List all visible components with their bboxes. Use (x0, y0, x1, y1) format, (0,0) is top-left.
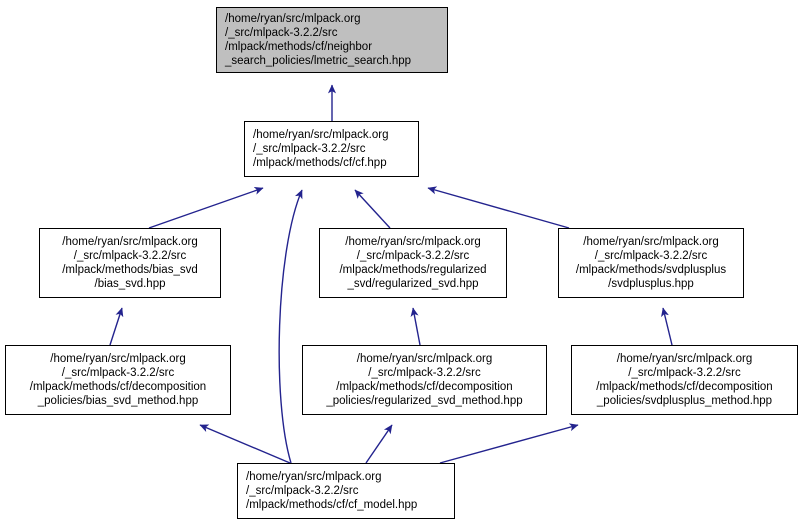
node-text-line: /mlpack/methods/cf/neighbor (225, 41, 373, 53)
edge-cf-model-to-reg-svd-method (365, 424, 393, 464)
node-text-line: /bias_svd.hpp (94, 278, 166, 291)
edge-bias-svd-method-to-bias-svd (109, 307, 124, 346)
node-svdplusplus-method-hpp[interactable]: /home/ryan/src/mlpack.org/_src/mlpack-3.… (571, 345, 798, 415)
edge-svdpp-method-to-svdpp (661, 307, 673, 346)
node-text-line: _policies/bias_svd_method.hpp (37, 395, 199, 408)
node-text-line: /mlpack/methods/cf/decomposition (29, 381, 207, 393)
node-text-line: /home/ryan/src/mlpack.org (616, 352, 753, 365)
node-text-line: /mlpack/methods/cf/decomposition (336, 381, 513, 393)
edge-bias-svd-to-cf (148, 186, 264, 229)
node-text-line: /home/ryan/src/mlpack.org (62, 235, 198, 248)
node-text-line: /_src/mlpack-3.2.2/src (253, 142, 366, 155)
node-text-line: _policies/svdplusplus_method.hpp (596, 395, 773, 408)
node-text-line: /mlpack/methods/cf/cf.hpp (253, 157, 387, 170)
node-svdplusplus-hpp[interactable]: /home/ryan/src/mlpack.org/_src/mlpack-3.… (558, 228, 744, 298)
node-text-line: /_src/mlpack-3.2.2/src (356, 249, 470, 262)
edge-regularized-svd-to-cf (354, 189, 391, 229)
edge-cf-model-to-cf (278, 189, 303, 464)
node-text-line: /_src/mlpack-3.2.2/src (225, 26, 338, 39)
node-text-line: /home/ryan/src/mlpack.org (253, 128, 389, 141)
node-text-line: /home/ryan/src/mlpack.org (246, 470, 382, 483)
node-lmetric-search-hpp[interactable]: /home/ryan/src/mlpack.org/_src/mlpack-3.… (216, 7, 448, 73)
node-regularized-svd-method-hpp[interactable]: /home/ryan/src/mlpack.org/_src/mlpack-3.… (302, 345, 547, 415)
node-text-line: /mlpack/methods/bias_svd (62, 264, 198, 276)
node-text-line: /mlpack/methods/cf/cf_model.hpp (246, 499, 418, 512)
node-bias-svd-hpp[interactable]: /home/ryan/src/mlpack.org/_src/mlpack-3.… (39, 228, 221, 298)
node-text-line: /home/ryan/src/mlpack.org (356, 352, 493, 365)
node-text-line: /home/ryan/src/mlpack.org (583, 235, 719, 248)
node-text-line: /home/ryan/src/mlpack.org (50, 352, 186, 365)
edge-reg-svd-method-to-reg-svd (410, 307, 421, 346)
node-text-line: /home/ryan/src/mlpack.org (225, 12, 361, 25)
node-text-line: /mlpack/methods/regularized (339, 264, 487, 276)
node-regularized-svd-hpp[interactable]: /home/ryan/src/mlpack.org/_src/mlpack-3.… (319, 228, 507, 298)
node-text-line: /_src/mlpack-3.2.2/src (368, 366, 481, 379)
node-text-line: /_src/mlpack-3.2.2/src (594, 249, 708, 262)
node-text-line: _svd/regularized_svd.hpp (347, 278, 479, 291)
node-text-line: /_src/mlpack-3.2.2/src (73, 249, 187, 262)
node-text-line: /_src/mlpack-3.2.2/src (628, 366, 741, 379)
edge-svdplusplus-to-cf (427, 186, 570, 229)
node-text-line: /mlpack/methods/svdplusplus (575, 264, 727, 276)
edge-cf-model-to-bias-svd-method (199, 424, 291, 464)
edge-cf-model-to-svdpp-method (439, 423, 579, 464)
node-cf-hpp[interactable]: /home/ryan/src/mlpack.org/_src/mlpack-3.… (244, 121, 419, 177)
node-text-line: /home/ryan/src/mlpack.org (345, 235, 481, 248)
node-text-line: _policies/regularized_svd_method.hpp (326, 395, 523, 408)
node-cf-model-hpp[interactable]: /home/ryan/src/mlpack.org/_src/mlpack-3.… (237, 463, 455, 519)
node-bias-svd-method-hpp[interactable]: /home/ryan/src/mlpack.org/_src/mlpack-3.… (5, 345, 231, 415)
node-text-line: /_src/mlpack-3.2.2/src (246, 484, 359, 497)
node-text-line: /svdplusplus.hpp (608, 278, 694, 291)
node-text-line: _search_policies/lmetric_search.hpp (225, 55, 412, 68)
node-text-line: /_src/mlpack-3.2.2/src (61, 366, 175, 379)
node-text-line: /mlpack/methods/cf/decomposition (596, 381, 773, 393)
